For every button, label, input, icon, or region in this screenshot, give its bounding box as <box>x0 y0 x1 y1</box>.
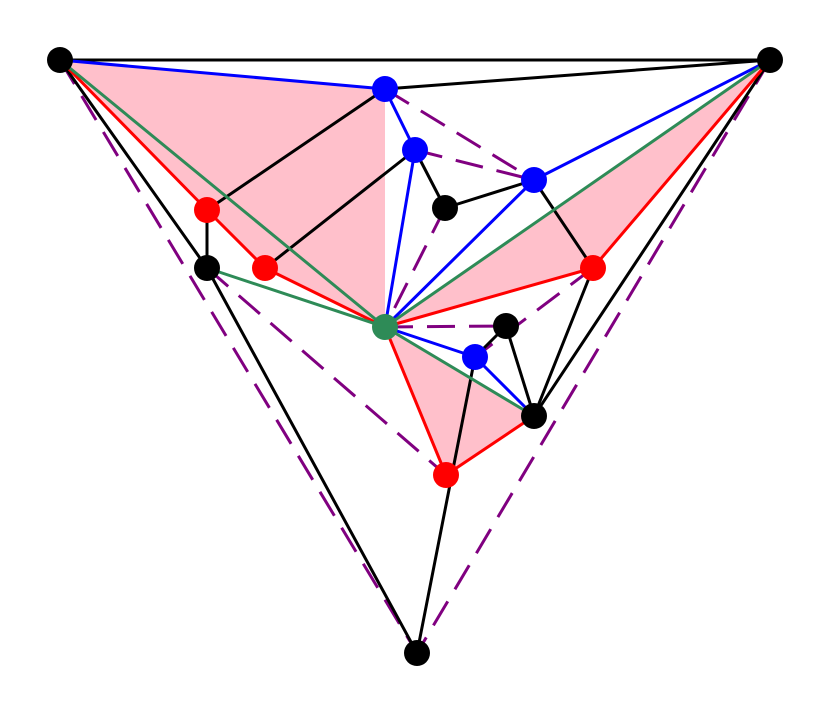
edge <box>443 178 536 210</box>
edge <box>58 58 209 270</box>
node-black <box>194 255 220 281</box>
edge <box>532 178 595 270</box>
node-black <box>404 640 430 666</box>
node-black <box>521 403 547 429</box>
green-edges <box>58 58 772 418</box>
red-edges <box>58 58 772 477</box>
node-green <box>372 314 398 340</box>
edge <box>415 355 477 655</box>
dashed-edge <box>206 266 447 477</box>
edge <box>532 58 772 182</box>
edge <box>383 325 448 477</box>
purple-dashed-edges <box>58 59 772 654</box>
edge <box>473 355 536 418</box>
node-black <box>757 47 783 73</box>
edge <box>383 325 477 359</box>
edge <box>205 87 387 212</box>
edge <box>58 58 209 212</box>
node-red <box>194 197 220 223</box>
edge <box>58 58 387 329</box>
node-blue <box>462 344 488 370</box>
node-red <box>580 255 606 281</box>
dashed-edge <box>414 148 535 182</box>
edge <box>263 266 387 329</box>
node-blue <box>521 167 547 193</box>
pink-region-3 <box>385 327 534 475</box>
edge <box>383 148 417 329</box>
dashed-edge <box>383 207 447 328</box>
edge <box>383 58 772 91</box>
edge <box>205 266 419 655</box>
dashed-edge <box>415 59 772 654</box>
edge <box>383 325 536 418</box>
edge <box>205 208 267 270</box>
node-black <box>493 313 519 339</box>
dashed-edge <box>58 59 419 654</box>
edge <box>532 58 772 418</box>
edge <box>532 266 595 418</box>
dashed-edge <box>384 324 507 329</box>
nodes <box>47 47 783 666</box>
edge <box>205 266 387 329</box>
node-red <box>433 462 459 488</box>
node-red <box>252 255 278 281</box>
dashed-edge <box>384 87 535 182</box>
node-black <box>432 195 458 221</box>
node-blue <box>402 137 428 163</box>
edge <box>383 58 772 329</box>
edge <box>504 324 536 418</box>
edge <box>383 178 536 329</box>
node-blue <box>372 76 398 102</box>
edge <box>444 414 536 477</box>
edge <box>383 266 595 329</box>
edge <box>591 58 772 270</box>
edge <box>58 58 387 91</box>
dashed-edge <box>474 266 594 359</box>
node-black <box>47 47 73 73</box>
